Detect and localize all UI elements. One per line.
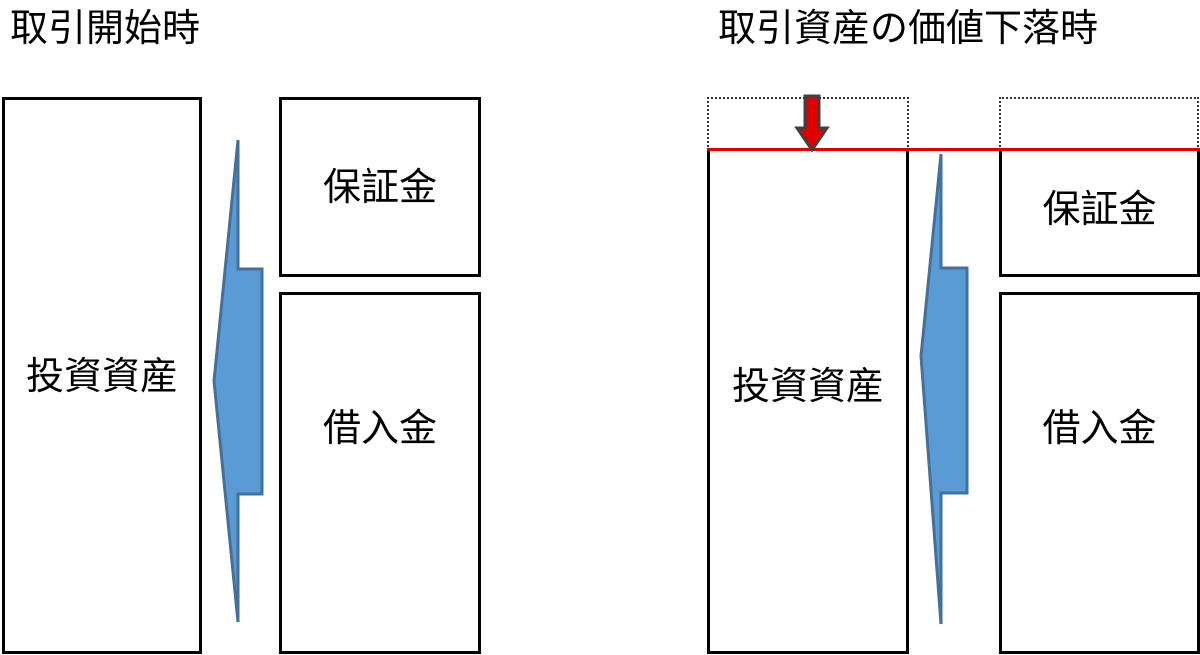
value-drop-line: [707, 148, 1200, 151]
right-loan-box: 借入金: [999, 292, 1200, 654]
right-investment-asset-label: 投資資産: [731, 364, 884, 408]
left-panel-title: 取引開始時: [10, 6, 201, 50]
right-funding-arrow-icon: [919, 153, 969, 625]
right-margin-box: 保証金: [999, 148, 1200, 277]
value-drop-down-arrow-icon: [794, 94, 830, 153]
left-margin-label: 保証金: [322, 165, 437, 209]
left-investment-asset-label: 投資資産: [25, 353, 178, 398]
right-loan-label: 借入金: [1042, 406, 1157, 450]
right-margin-label: 保証金: [1042, 186, 1157, 231]
right-panel-title: 取引資産の価値下落時: [718, 6, 1099, 50]
left-loan-box: 借入金: [279, 292, 481, 654]
left-funding-arrow-icon: [212, 139, 264, 623]
right-investment-asset-box: 投資資産: [707, 148, 909, 654]
left-funding-arrow-shape: [212, 139, 264, 623]
left-loan-label: 借入金: [322, 406, 437, 450]
value-drop-down-arrow-shape: [794, 94, 830, 153]
right-former-margin-outline: [999, 97, 1199, 151]
left-investment-asset-box: 投資資産: [2, 97, 202, 654]
right-funding-arrow-shape: [919, 153, 969, 625]
left-margin-box: 保証金: [279, 97, 481, 277]
